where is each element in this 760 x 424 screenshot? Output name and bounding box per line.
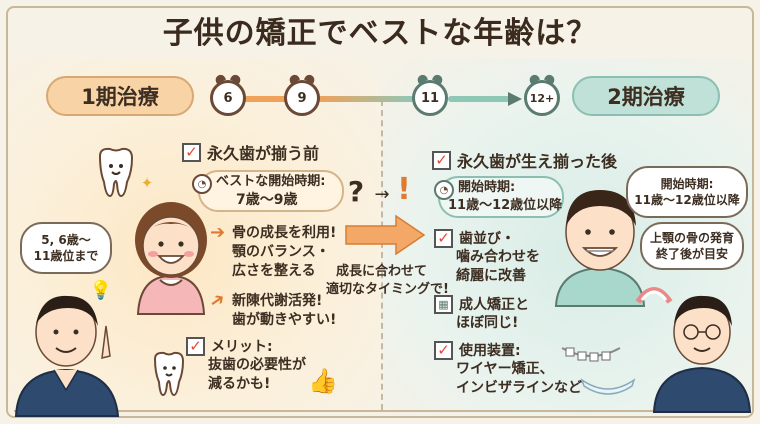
phase2-timing-label: 開始時期: (458, 180, 516, 195)
phase2-start-bubble: 開始時期: 11歳〜12歳位以降 (626, 166, 748, 218)
phase2-bubble2-line1: 上顎の骨の発育 (649, 231, 734, 245)
phase2-timing-pill (438, 176, 564, 218)
sparkle-icon: ✦ (140, 174, 154, 192)
phase2-device: ✓ 使用装置: (434, 340, 521, 360)
braces-illustration (561, 347, 621, 362)
page-title: 子供の矯正でベストな年齢は？ (162, 16, 598, 51)
big-transition-arrow (345, 214, 426, 256)
age-6-label: 6 (223, 90, 233, 106)
phase1-bubble-line1: 5, 6歳〜 (41, 233, 91, 247)
center-line1: 成長に合わせて (336, 264, 428, 279)
check-icon: ✓ (434, 228, 453, 248)
phase1-merit-line1: 抜歯の必要性が (208, 357, 306, 373)
teeth-icon: ▦ (434, 294, 453, 314)
clock-icon-age-12plus: 12+ (524, 80, 560, 116)
clear-aligner-illustration (580, 378, 636, 395)
phase1-bubble-line2: 11歳位まで (33, 249, 99, 263)
timeline-bar-green (448, 96, 510, 102)
center-line2: 適切なタイミングで! (326, 282, 449, 297)
phase1-timing-label: ベストな開始時期: (216, 174, 326, 189)
phase1-merit: ✓ メリット: (186, 336, 273, 356)
lightbulb-icon: 💡 (89, 279, 113, 301)
phase1-merit-line2: 減るかも! (208, 376, 271, 392)
check-icon: ✓ (434, 340, 453, 360)
phase1-benefit2-line1: 新陳代謝活発! (232, 293, 323, 309)
phase2-badge: 2期治療 (572, 76, 720, 116)
phase1-heading: ✓ 永久歯が揃う前 (182, 140, 319, 164)
phase2-heading: ✓ 永久歯が生え揃った後 (432, 148, 617, 172)
phase2-point1-line2: 噛み合わせを (456, 249, 540, 265)
phase2-device-line1: ワイヤー矯正、 (456, 361, 554, 377)
age-9-label: 9 (297, 90, 307, 106)
clock-icon-age-11: 11 (412, 80, 448, 116)
age-12plus-label: 12+ (529, 91, 555, 105)
clock-icon: ◔ (192, 174, 212, 194)
phase2-device-label: 使用装置: (459, 343, 521, 359)
clock-icon-age-6: 6 (210, 80, 246, 116)
timeline-bar-gradient (318, 96, 414, 102)
question-mark-icon: ? (347, 174, 365, 208)
phase1-heading-text: 永久歯が揃う前 (207, 144, 320, 163)
phase1-benefit1-line3: 広さを整える (232, 263, 316, 279)
check-icon: ✓ (182, 142, 201, 162)
girl-patient-illustration (135, 202, 207, 315)
phase2-heading-text: 永久歯が生え揃った後 (457, 152, 618, 171)
phase2-timing-value: 11歳〜12歳位以降 (448, 198, 563, 213)
dentist-right-illustration (652, 295, 752, 413)
boy-patient-illustration (554, 190, 646, 307)
phase1-merit-label: メリット: (211, 339, 273, 355)
check-icon: ✓ (186, 336, 205, 356)
small-arrow-icon: → (374, 183, 390, 205)
phase2-point2-line1: 成人矯正と (459, 297, 529, 313)
phase1-age-bubble: 5, 6歳〜 11歳位まで (20, 222, 112, 274)
timeline-bar-orange (244, 96, 304, 102)
phase2-bubble2-line2: 終了後が目安 (655, 247, 728, 261)
clock-icon: ◔ (434, 180, 454, 200)
phase2-bubble1-line1: 開始時期: (660, 177, 714, 191)
exclamation-icon: ! (397, 171, 411, 207)
timeline-arrow-icon (508, 92, 522, 106)
phase2-bubble1-line2: 11歳〜12歳位以降 (634, 193, 740, 207)
tooth-icon (98, 147, 134, 198)
phase2-point2-line2: ほぼ同じ! (456, 315, 519, 331)
tooth-icon (153, 351, 185, 397)
check-icon: ✓ (432, 150, 451, 170)
clock-icon-age-9: 9 (284, 80, 320, 116)
phase1-timing-value: 7歳〜9歳 (236, 192, 298, 208)
phase1-benefit1-line1: 骨の成長を利用! (232, 225, 337, 241)
phase2-guide-bubble: 上顎の骨の発育 終了後が目安 (640, 222, 744, 270)
age-11-label: 11 (420, 90, 440, 106)
phase2-point1-line3: 綺麗に改善 (456, 268, 526, 284)
phase2-point1: ✓ 歯並び・ (434, 228, 515, 248)
phase1-benefit2-line2: 歯が動きやすい! (232, 312, 337, 328)
page-frame (6, 6, 754, 418)
phase2-point2: ▦ 成人矯正と (434, 294, 529, 314)
phase-divider (381, 100, 383, 410)
phase2-point1-line1: 歯並び・ (459, 231, 515, 247)
bottom-rule (14, 410, 746, 412)
phase2-device-line2: インビザラインなど (456, 380, 582, 396)
phase1-benefit1-line2: 顎のバランス・ (232, 244, 330, 260)
dentist-left-illustration (14, 295, 120, 417)
retainer-illustration (635, 287, 673, 304)
thumbs-up-icon: 👍 (308, 367, 338, 395)
arrow-right-icon: ➔ (210, 222, 226, 243)
phase1-badge: 1期治療 (46, 76, 194, 116)
